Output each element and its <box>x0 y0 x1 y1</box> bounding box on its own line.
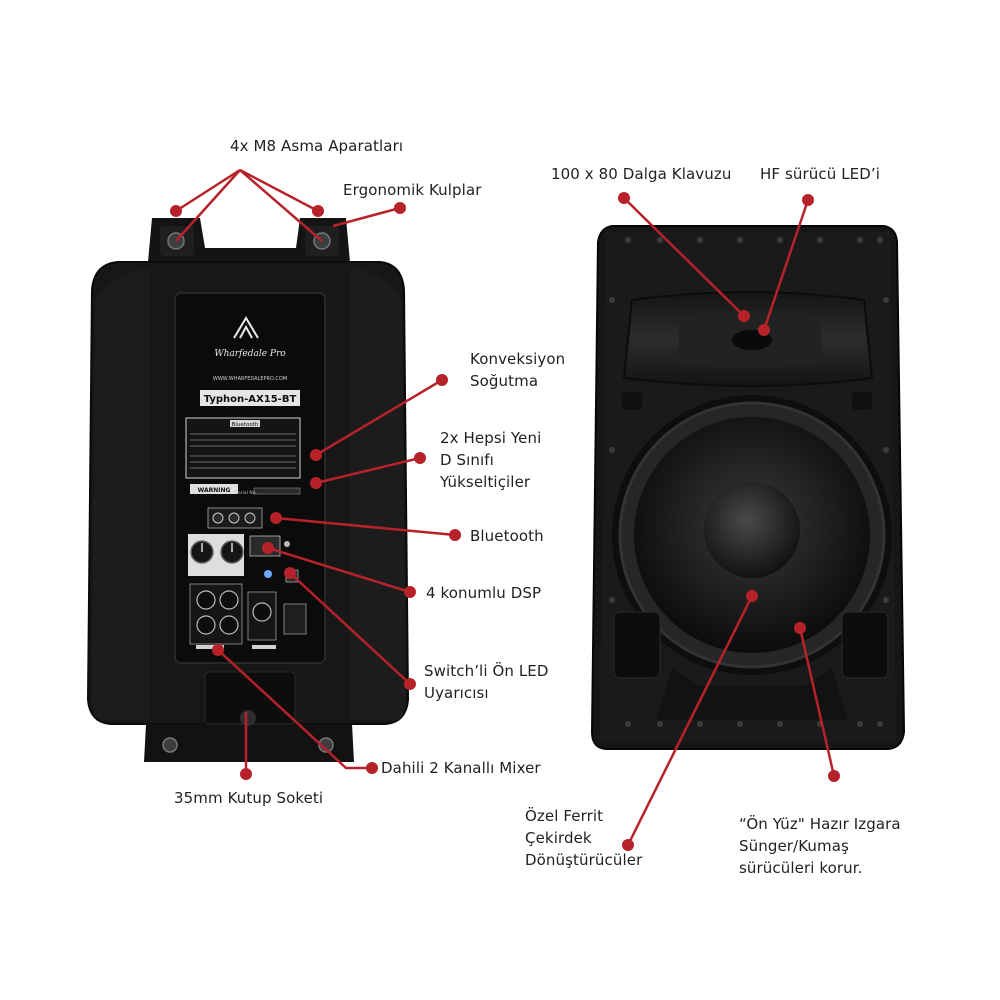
label-grille-line1: “Ön Yüz" Hazır Izgara <box>739 815 901 833</box>
website-text: WWW.WHARFEDALEPRO.COM <box>213 376 287 382</box>
label-pole-socket-text: 35mm Kutup Soketi <box>174 789 324 807</box>
label-handles: Ergonomik Kulplar <box>343 179 482 201</box>
label-convection-line2: Soğutma <box>470 372 539 390</box>
label-dsp-text: 4 konumlu DSP <box>426 584 542 602</box>
bottom-bracket <box>144 724 354 762</box>
label-bluetooth-text: Bluetooth <box>470 527 544 545</box>
callout-dots <box>170 192 840 851</box>
label-ferrite-drivers: Özel Ferrit Çekirdek Dönüştürücüler <box>525 805 642 871</box>
link-output-jack[interactable] <box>252 602 272 622</box>
warning-label <box>190 484 238 494</box>
label-amplifiers-line1: 2x Hepsi Yeni <box>440 429 542 447</box>
label-front-led: Switch’li Ön LED Uyarıcısı <box>424 660 549 704</box>
label-m8-fittings: 4x M8 Asma Aparatları <box>230 135 403 157</box>
input-2-combo-jack[interactable] <box>219 590 239 610</box>
label-hf-led-text: HF sürücü LED’i <box>760 165 881 183</box>
label-handles-text: Ergonomik Kulplar <box>343 181 482 199</box>
label-waveguide: 100 x 80 Dalga Klavuzu <box>551 163 731 185</box>
warning-text: WARNING <box>198 487 231 494</box>
wharfedale-logo-icon <box>233 316 259 339</box>
power-inlet[interactable] <box>283 603 307 635</box>
serial-label: Serial No. <box>235 490 257 496</box>
label-waveguide-text: 100 x 80 Dalga Klavuzu <box>551 165 732 183</box>
label-mixer: Dahili 2 Kanallı Mixer <box>381 757 541 779</box>
label-amplifiers-line2: D Sınıfı <box>440 451 494 469</box>
label-grille-line3: sürücüleri korur. <box>739 859 863 877</box>
label-m8-fittings-text: 4x M8 Asma Aparatları <box>230 137 404 155</box>
callout-lines <box>175 168 836 846</box>
label-front-led-line1: Switch’li Ön LED <box>424 662 549 680</box>
front-speaker <box>590 225 906 750</box>
input-1-combo-jack[interactable] <box>196 590 216 610</box>
bluetooth-panel-title: Bluetooth <box>232 422 259 428</box>
model-name: Typhon-AX15-BT <box>204 394 297 405</box>
model-plate <box>200 390 300 406</box>
label-grille-line2: Sünger/Kumaş <box>739 837 849 855</box>
left-bass-port <box>613 611 661 679</box>
rear-speaker <box>86 218 410 762</box>
label-dsp: 4 konumlu DSP <box>426 582 541 604</box>
label-hf-led: HF sürücü LED’i <box>760 163 880 185</box>
label-convection-line1: Konveksiyon <box>470 350 566 368</box>
dust-cap <box>704 482 800 578</box>
label-bluetooth: Bluetooth <box>470 525 544 547</box>
label-grille: “Ön Yüz" Hazır Izgara Sünger/Kumaş sürüc… <box>739 813 901 879</box>
label-front-led-line2: Uyarıcısı <box>424 684 489 702</box>
label-ferrite-line2: Çekirdek <box>525 829 592 847</box>
label-amplifiers-line3: Yükseltiçiler <box>440 473 531 491</box>
label-ferrite-line3: Dönüştürücüler <box>525 851 643 869</box>
label-ferrite-line1: Özel Ferrit <box>525 807 604 825</box>
label-amplifiers: 2x Hepsi Yeni D Sınıfı Yükseltiçiler <box>440 427 541 493</box>
top-handle <box>148 218 350 262</box>
logo-text: Wharfedale Pro <box>214 349 286 359</box>
right-bass-port <box>841 611 889 679</box>
label-convection-cooling: Konveksiyon Soğutma <box>470 348 565 392</box>
front-led-switch[interactable] <box>264 570 272 578</box>
label-mixer-text: Dahili 2 Kanallı Mixer <box>381 759 541 777</box>
label-pole-socket: 35mm Kutup Soketi <box>174 787 323 809</box>
bluetooth-button[interactable] <box>228 512 240 524</box>
